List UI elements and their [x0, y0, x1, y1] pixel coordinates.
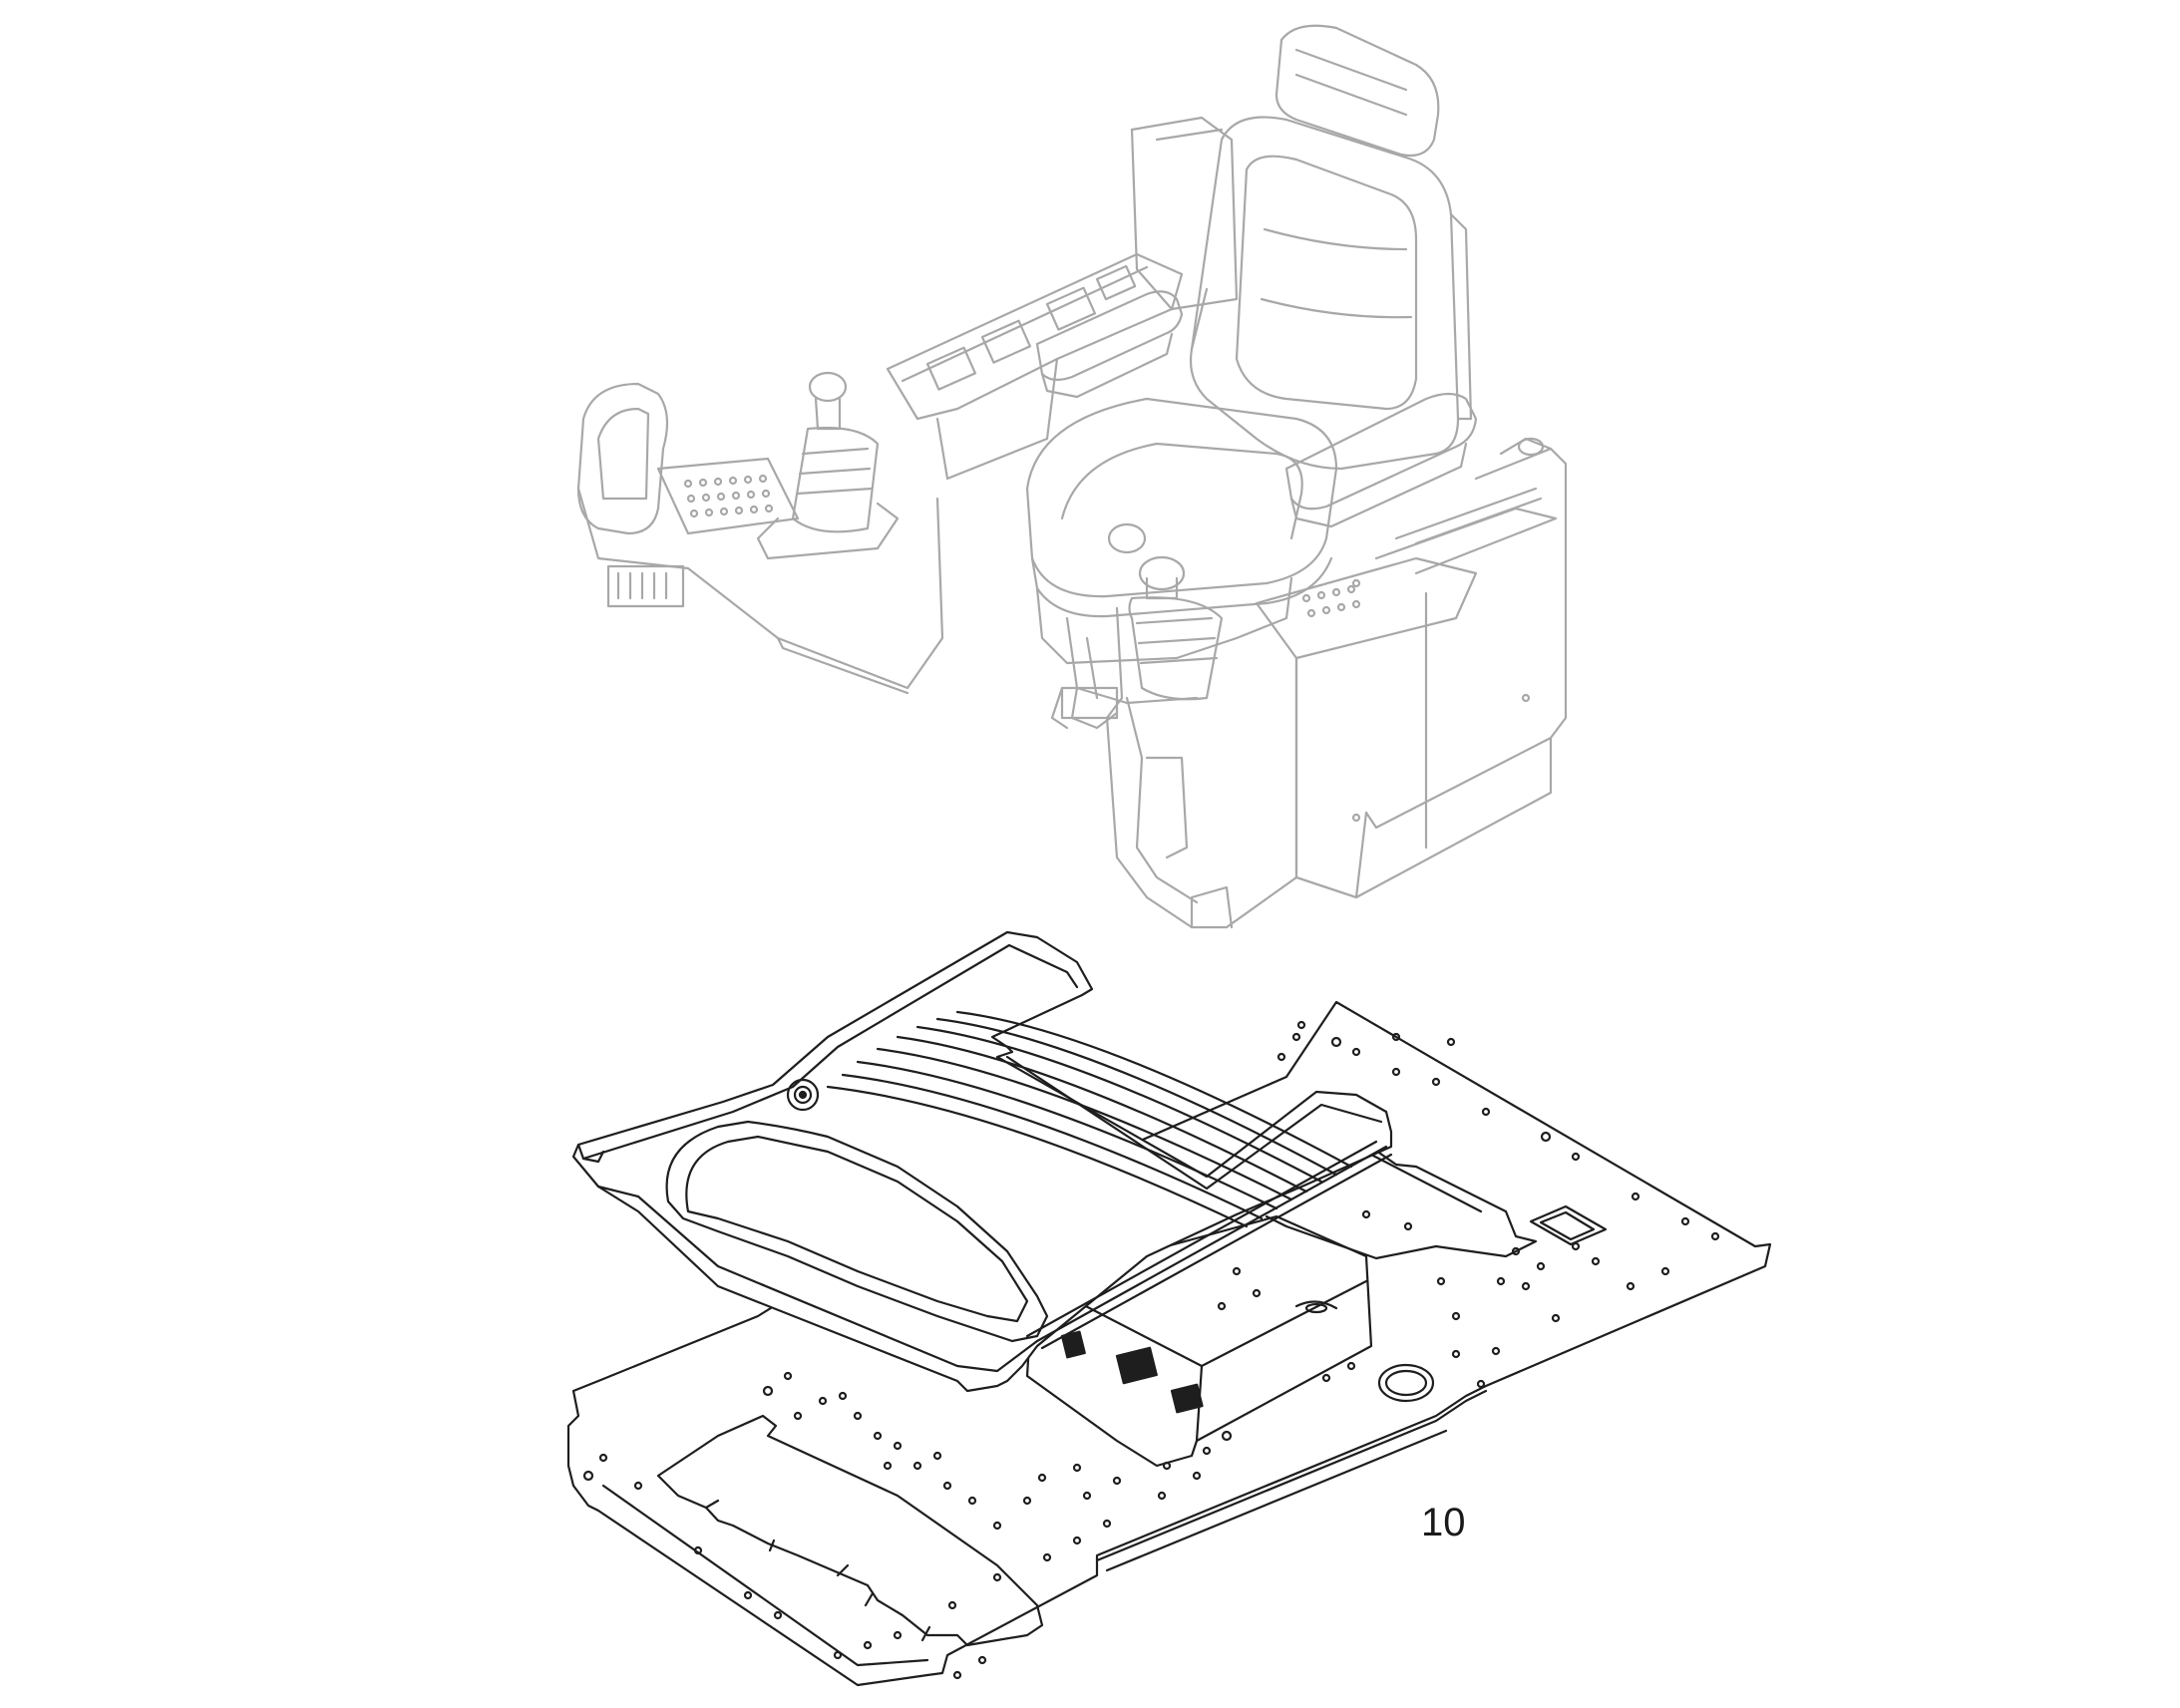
- left-control-pod: [576, 382, 944, 695]
- floor-plate-cutout: [656, 1414, 1044, 1647]
- cab-floor-plate: [566, 1000, 1772, 1687]
- seat-backrest: [1189, 116, 1473, 471]
- seat-suspension-base: [1035, 576, 1293, 730]
- left-joystick: [756, 371, 900, 560]
- right-control-pod: [1255, 487, 1558, 660]
- floor-plate-assembly: [566, 930, 1772, 1687]
- right-control-column: [1050, 606, 1298, 929]
- left-side-console: [886, 252, 1184, 481]
- floor-plate-bolt-holes: [582, 1020, 1720, 1680]
- rubber-floor-mat: [571, 930, 1393, 1393]
- right-joystick: [1107, 522, 1224, 701]
- left-armrest: [1035, 290, 1184, 399]
- seat-cushion: [1025, 397, 1338, 618]
- part-number-label: 10: [1421, 1501, 1466, 1544]
- right-armrest: [1284, 392, 1478, 528]
- right-side-cabinet: [1294, 437, 1568, 899]
- left-keypad: [683, 474, 774, 518]
- seat-headrest: [1274, 24, 1440, 158]
- operator-seat-console-assembly: [576, 24, 1568, 929]
- rear-left-console: [1130, 116, 1239, 311]
